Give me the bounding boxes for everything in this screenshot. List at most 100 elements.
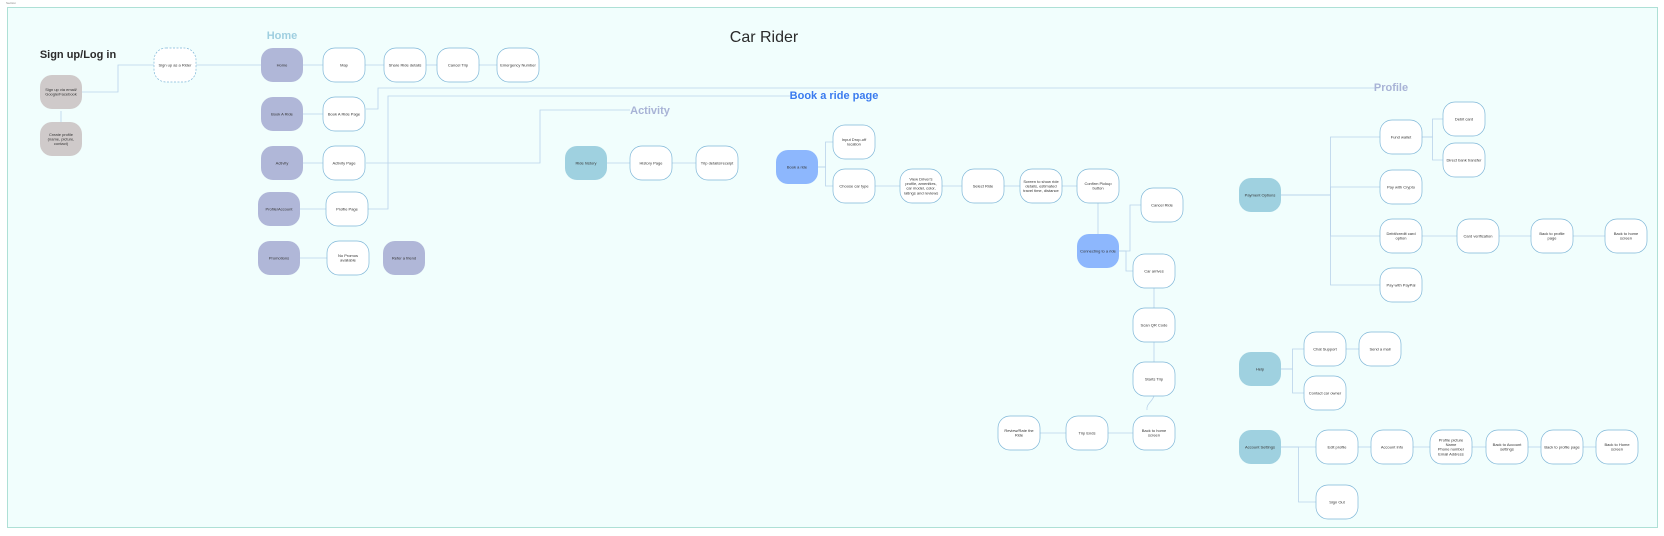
node-label: Map [340, 62, 349, 67]
node-profile-page[interactable]: Profile Page [325, 191, 369, 227]
node-home[interactable]: Home [261, 48, 303, 82]
frame-label: Section [6, 1, 17, 5]
node-car-arrives[interactable]: Car arrives [1132, 253, 1176, 289]
node-shape [1132, 361, 1176, 397]
node-back-profile-page-2[interactable]: Back to profile page [1540, 429, 1584, 465]
node-chat-support[interactable]: Chat Support [1303, 331, 1347, 367]
connector-help-chat_support [1281, 348, 1304, 370]
node-shape [1076, 168, 1120, 204]
node-shape [40, 75, 82, 109]
labels-layer: Car Rider Sign up/Log in Home Activity B… [40, 29, 1408, 117]
node-shape [1315, 429, 1359, 465]
node-label: Book a ride [787, 164, 808, 169]
node-shape [1604, 218, 1648, 254]
node-emergency[interactable]: Emergency Number [496, 47, 540, 83]
node-label: Activity [276, 160, 289, 165]
node-shape [322, 96, 366, 132]
node-account-settings[interactable]: Account Settings [1239, 430, 1281, 464]
connector-activity-page-to-activity-section [366, 109, 630, 164]
node-book-a-ride-btn[interactable]: Book a ride [776, 150, 818, 184]
node-signup-rider[interactable]: Sign up as a Rider [153, 47, 197, 83]
node-connecting[interactable]: Connecting to a ride [1077, 234, 1119, 268]
node-label: Connecting to a ride [1080, 248, 1117, 253]
node-sign-out[interactable]: Sign Out [1315, 484, 1359, 520]
node-shape [1358, 331, 1402, 367]
node-pay-paypal[interactable]: Pay with PayPal [1379, 267, 1423, 303]
node-history-page[interactable]: History Page [629, 145, 673, 181]
node-label: Cancel Trip [448, 62, 469, 67]
node-starts-trip[interactable]: Starts Trip [1132, 361, 1176, 397]
node-cancel-trip[interactable]: Cancel Trip [436, 47, 480, 83]
node-trip-details[interactable]: Trip details/receipt [695, 145, 739, 181]
node-shape [565, 146, 607, 180]
node-share-ride[interactable]: Share Ride details [383, 47, 427, 83]
node-direct-bank[interactable]: Direct bank transfer [1442, 142, 1486, 178]
connector-signup_social-signup_rider [82, 64, 154, 93]
node-create-profile[interactable]: Create profile(name, picture,contact) [40, 122, 82, 156]
node-account-info[interactable]: Account Info [1370, 429, 1414, 465]
node-contact-owner[interactable]: Contact car owner [1303, 375, 1347, 411]
node-send-mail[interactable]: Send a mail [1358, 331, 1402, 367]
node-shape [383, 47, 427, 83]
node-label: Car arrives [1144, 268, 1164, 273]
node-activity[interactable]: Activity [261, 146, 303, 180]
node-shape [1019, 168, 1063, 204]
node-shape [1540, 429, 1584, 465]
node-label: Cancel Ride [1151, 202, 1174, 207]
section-title-profile: Profile [1374, 82, 1408, 94]
connector-starts-trip-to-back-home [1146, 395, 1155, 411]
node-book-a-ride[interactable]: Book A Ride [261, 97, 303, 131]
node-shape [1530, 218, 1574, 254]
node-ride-history[interactable]: Ride history [565, 146, 607, 180]
node-signup-social[interactable]: Sign up via email/Google/Facebook [40, 75, 82, 109]
node-payment-options[interactable]: Payment Options [1239, 178, 1281, 212]
node-choose-car[interactable]: Choose car type [832, 168, 876, 204]
node-refer-friend[interactable]: Refer a friend [383, 241, 425, 275]
node-cancel-ride[interactable]: Cancel Ride [1140, 187, 1184, 223]
node-trip-ends[interactable]: Trip Ends [1065, 415, 1109, 451]
node-shape [1485, 429, 1529, 465]
node-shape [258, 192, 300, 226]
node-label: Card verification [1464, 233, 1493, 238]
node-label: Promotions [269, 255, 289, 260]
node-card-verification[interactable]: Card verification [1456, 218, 1500, 254]
node-label: Ride history [575, 160, 596, 165]
node-map[interactable]: Map [322, 47, 366, 83]
node-scan-qr[interactable]: Scan QR Code [1132, 307, 1176, 343]
node-label: History Page [640, 160, 664, 165]
node-fund-wallet[interactable]: Fund wallet [1379, 119, 1423, 155]
node-shape [322, 145, 366, 181]
node-shape [1077, 234, 1119, 268]
connector-payment_options-pay_paypal [1281, 194, 1380, 286]
node-profile-account[interactable]: Profile/Account [258, 192, 300, 226]
node-shape [153, 47, 197, 83]
node-promotions[interactable]: Promotions [258, 241, 300, 275]
node-book-ride-page[interactable]: Book A Ride Page [322, 96, 366, 132]
node-select-ride[interactable]: Select Ride [961, 168, 1005, 204]
node-debit-card[interactable]: Debit card [1442, 101, 1486, 137]
node-edit-profile[interactable]: Edit profile [1315, 429, 1359, 465]
node-pay-crypto[interactable]: Pay with Crypto [1379, 169, 1423, 205]
node-help[interactable]: Help [1239, 352, 1281, 386]
node-label: Activity Page [332, 160, 356, 165]
node-label: Sign up via email/Google/Facebook [45, 87, 77, 97]
node-activity-page[interactable]: Activity Page [322, 145, 366, 181]
connector-connecting-cancel_ride [1119, 204, 1141, 252]
